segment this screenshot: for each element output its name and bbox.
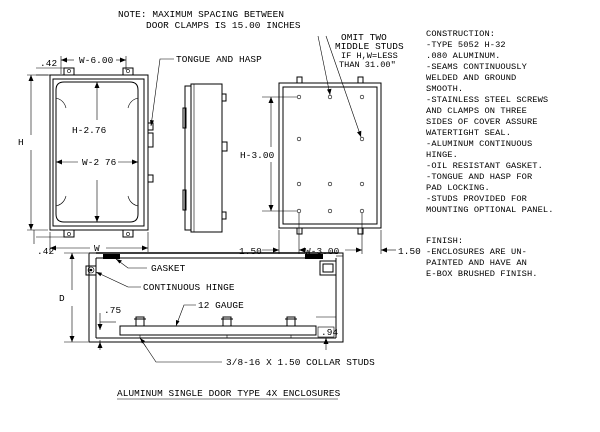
mounting-panel: [119, 325, 317, 336]
tongue-hasp-label: TONGUE AND HASP: [176, 54, 262, 65]
stud: [296, 181, 302, 187]
construction-notes: CONSTRUCTION: -TYPE 5052 H-32 .080 ALUMI…: [426, 29, 554, 215]
stud: [359, 208, 365, 214]
construction-line: -STAINLESS STEEL SCREWS: [426, 95, 548, 105]
stud: [359, 181, 365, 187]
stud: [296, 136, 302, 142]
construction-line: -SEAMS CONTINUOUSLY: [426, 62, 528, 72]
construction-line: MOUNTING OPTIONAL PANEL.: [426, 205, 554, 215]
stud: [327, 94, 333, 100]
clamp-note-line1: NOTE: MAXIMUM SPACING BETWEEN: [118, 9, 284, 20]
rear-outline: [278, 82, 382, 229]
dim-094: .94: [321, 327, 338, 338]
omit-line1: OMIT TWO: [341, 32, 387, 43]
stud: [359, 136, 365, 142]
finish-notes: FINISH: -ENCLOSURES ARE UN- PAINTED AND …: [426, 236, 538, 279]
front-view: [27, 56, 174, 252]
gasket-left: [103, 254, 120, 259]
stud: [359, 94, 365, 100]
finish-heading: FINISH:: [426, 236, 463, 246]
dim-d: D: [59, 293, 65, 304]
gasket-right: [305, 254, 323, 259]
dim-w-276: W-2 76: [82, 157, 117, 168]
dim-w-6: W-6.00: [79, 55, 114, 66]
stud: [296, 208, 302, 214]
construction-heading: CONSTRUCTION:: [426, 29, 495, 39]
construction-line: SIDES OF COVER ASSURE: [426, 117, 538, 127]
construction-line: .080 ALUMINUM.: [426, 51, 500, 61]
stud: [296, 94, 302, 100]
rear-view: [262, 35, 396, 254]
dim-042-bottom: .42: [37, 246, 54, 257]
finish-line: -ENCLOSURES ARE UN-: [426, 247, 527, 257]
dim-h: H: [18, 137, 24, 148]
panel-opening: [55, 81, 139, 223]
dim-150-right: 1.50: [398, 246, 421, 257]
dim-042-top: .42: [40, 58, 57, 69]
dim-w: W: [94, 243, 100, 254]
dim-150-left: 1.50: [239, 246, 262, 257]
clamp-note-line2: DOOR CLAMPS IS 15.00 INCHES: [146, 20, 301, 31]
dim-w-300: W-3.00: [305, 246, 340, 257]
dim-h-300: H-3.00: [240, 150, 275, 161]
hinge-label: CONTINUOUS HINGE: [143, 282, 235, 293]
caption: ALUMINUM SINGLE DOOR TYPE 4X ENCLOSURES: [117, 388, 341, 399]
stud: [327, 208, 333, 214]
construction-line: -ALUMINUM CONTINUOUS: [426, 139, 532, 149]
side-body: [190, 83, 223, 233]
construction-line: -TONGUE AND HASP FOR: [426, 172, 532, 182]
construction-line: WATERTIGHT SEAL.: [426, 128, 511, 138]
side-view: [182, 83, 228, 233]
construction-line: -STUDS PROVIDED FOR: [426, 194, 527, 204]
collar-stud: [135, 316, 145, 327]
dim-h-276: H-2.76: [72, 125, 107, 136]
collar-stud: [286, 316, 296, 327]
tongue-hasp-tab: [147, 132, 154, 148]
hinge: [85, 265, 97, 276]
omit-line2: MIDDLE STUDS: [335, 41, 404, 52]
section-view: [64, 252, 344, 363]
gasket-label: GASKET: [151, 263, 186, 274]
construction-line: PAD LOCKING.: [426, 183, 490, 193]
door-outline: [49, 74, 149, 231]
omit-line4: THAN 31.00": [339, 60, 396, 70]
section-body: [88, 252, 344, 343]
dim-075: .75: [104, 305, 121, 316]
stud: [327, 181, 333, 187]
omit-line3: IF H,W=LESS: [341, 51, 398, 61]
finish-line: E-BOX BRUSHED FINISH.: [426, 269, 538, 279]
gauge-label: 12 GAUGE: [198, 300, 244, 311]
finish-line: PAINTED AND HAVE AN: [426, 258, 527, 268]
construction-line: AND CLAMPS ON THREE: [426, 106, 527, 116]
construction-line: WELDED AND GROUND: [426, 73, 516, 83]
construction-line: HINGE.: [426, 150, 458, 160]
collar-studs-label: 3/8-16 X 1.50 COLLAR STUDS: [226, 357, 375, 368]
construction-line: -TYPE 5052 H-32: [426, 40, 506, 50]
construction-line: -OIL RESISTANT GASKET.: [426, 161, 543, 171]
construction-line: SMOOTH.: [426, 84, 463, 94]
collar-stud: [222, 316, 232, 327]
